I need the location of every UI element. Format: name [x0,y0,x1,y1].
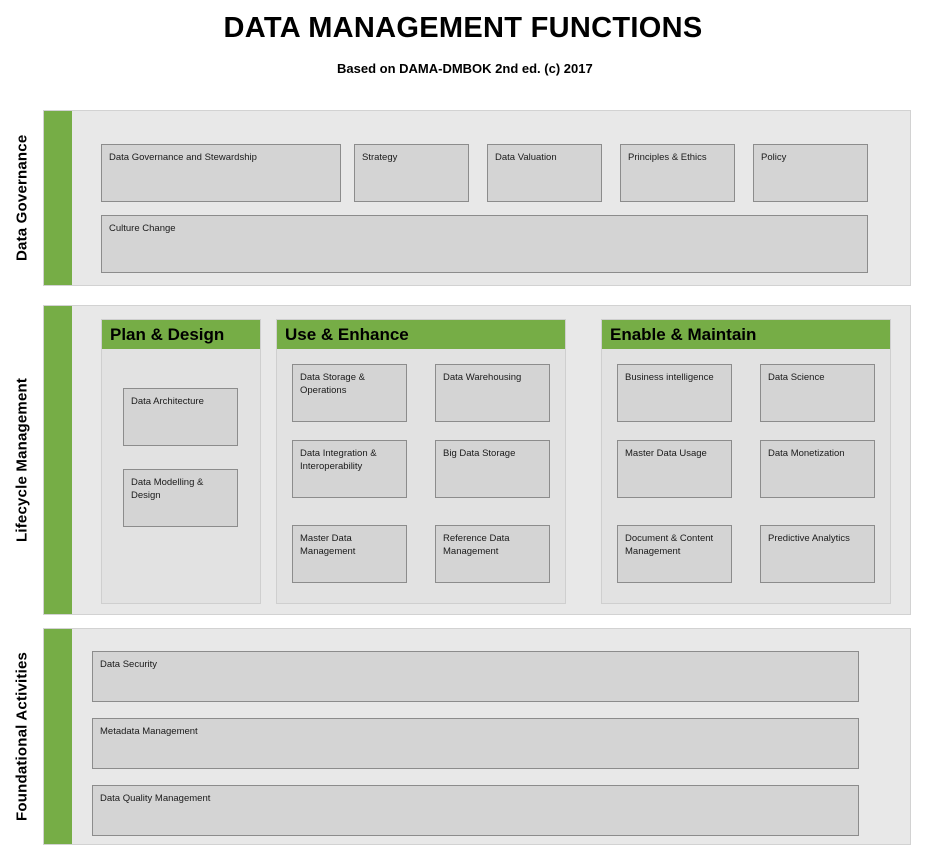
function-box-data-modelling-and-design[interactable]: Data Modelling & Design [123,469,238,527]
function-box-data-warehousing[interactable]: Data Warehousing [435,364,550,422]
function-box-metadata-management[interactable]: Metadata Management [92,718,859,769]
accent-band-data-governance [44,111,72,285]
section-foundational-activities: Data Security Metadata Management Data Q… [43,628,911,845]
section-label-foundational-activities: Foundational Activities [13,651,31,822]
function-box-principles-and-ethics[interactable]: Principles & Ethics [620,144,735,202]
function-box-data-quality-management[interactable]: Data Quality Management [92,785,859,836]
function-box-big-data-storage[interactable]: Big Data Storage [435,440,550,498]
function-box-data-science[interactable]: Data Science [760,364,875,422]
accent-band-foundational-activities [44,629,72,844]
section-label-lifecycle-management: Lifecycle Management [13,377,31,543]
function-box-data-governance-and-stewardship[interactable]: Data Governance and Stewardship [101,144,341,202]
function-box-data-security[interactable]: Data Security [92,651,859,702]
function-box-data-monetization[interactable]: Data Monetization [760,440,875,498]
function-box-reference-data-management[interactable]: Reference Data Management [435,525,550,583]
lifecycle-column-use-and-enhance: Use & Enhance Data Storage & Operations … [276,319,566,604]
accent-band-lifecycle-management [44,306,72,614]
function-box-master-data-management[interactable]: Master Data Management [292,525,407,583]
column-header-plan-and-design: Plan & Design [102,320,260,349]
lifecycle-column-enable-and-maintain: Enable & Maintain Business intelligence … [601,319,891,604]
diagram-header: DATA MANAGEMENT FUNCTIONS Based on DAMA-… [0,0,926,105]
page-title: DATA MANAGEMENT FUNCTIONS [223,12,703,44]
section-label-data-governance: Data Governance [13,134,31,262]
function-box-culture-change[interactable]: Culture Change [101,215,868,273]
function-box-data-architecture[interactable]: Data Architecture [123,388,238,446]
lifecycle-column-plan-and-design: Plan & Design Data Architecture Data Mod… [101,319,261,604]
function-box-predictive-analytics[interactable]: Predictive Analytics [760,525,875,583]
page-subtitle: Based on DAMA-DMBOK 2nd ed. (c) 2017 [337,61,593,76]
section-lifecycle-management: Plan & Design Data Architecture Data Mod… [43,305,911,615]
function-box-document-and-content-management[interactable]: Document & Content Management [617,525,732,583]
section-data-governance: Data Governance and Stewardship Strategy… [43,110,911,286]
function-box-data-valuation[interactable]: Data Valuation [487,144,602,202]
function-box-policy[interactable]: Policy [753,144,868,202]
column-header-use-and-enhance: Use & Enhance [277,320,565,349]
function-box-master-data-usage[interactable]: Master Data Usage [617,440,732,498]
function-box-strategy[interactable]: Strategy [354,144,469,202]
function-box-business-intelligence[interactable]: Business intelligence [617,364,732,422]
function-box-data-storage-and-operations[interactable]: Data Storage & Operations [292,364,407,422]
column-header-enable-and-maintain: Enable & Maintain [602,320,890,349]
function-box-data-integration-and-interoperability[interactable]: Data Integration & Interoperability [292,440,407,498]
